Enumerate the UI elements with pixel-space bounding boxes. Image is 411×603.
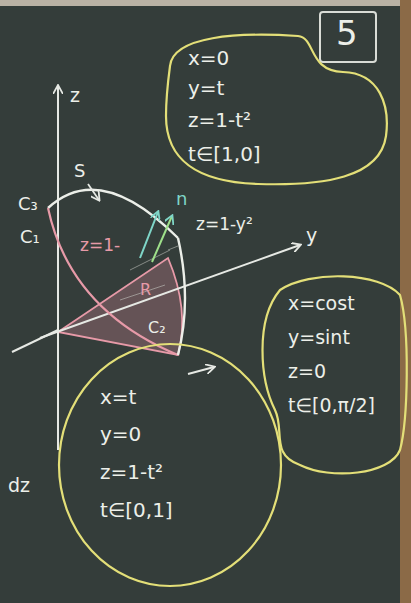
chalk-label: z=1-y² — [196, 214, 253, 234]
equation-text: z=1-t² — [100, 460, 163, 484]
normal-vector — [152, 216, 172, 262]
equation-text: z=1-t² — [188, 108, 251, 132]
equation-text: t∈[0,π/2] — [288, 394, 375, 417]
curve-c2 — [178, 238, 185, 355]
node-outline — [57, 342, 283, 588]
curve-c1 — [48, 208, 178, 355]
equation-text: x=cost — [288, 292, 355, 315]
chalk-label: S — [74, 160, 85, 182]
outline — [166, 35, 387, 185]
outline — [263, 276, 407, 473]
parametrization-blob: x=0 y=t z=1-t² t∈[1,0] — [158, 26, 390, 188]
surface-hatching — [120, 246, 178, 300]
problem-number-box: 5 — [318, 10, 378, 64]
equation-text: t∈[1,0] — [188, 142, 261, 166]
board-frame — [0, 0, 411, 6]
x-axis — [12, 330, 58, 352]
orientation-arrow — [188, 367, 214, 374]
chalk-label: dz — [8, 474, 30, 497]
chalk-label: R — [140, 280, 151, 299]
outline — [59, 344, 281, 586]
leader-arrow — [88, 184, 99, 200]
chalk-label: n — [176, 188, 187, 210]
parametrization-blob: x=cost y=sint z=0 t∈[0,π/2] — [250, 270, 408, 480]
chalk-label: C₃ — [18, 193, 38, 215]
chalk-label: z — [70, 84, 80, 107]
y-axis — [40, 245, 300, 338]
chalk-label: y — [306, 224, 317, 247]
equation-text: t∈[0,1] — [100, 498, 173, 522]
outline — [320, 12, 376, 62]
equation-text: z=0 — [288, 360, 326, 383]
normal-vector — [140, 212, 158, 258]
chalk-label: C₂ — [148, 318, 166, 337]
region-r — [58, 258, 182, 355]
equation-text: y=0 — [100, 422, 141, 446]
equation-text: y=t — [188, 76, 224, 100]
z-axis — [57, 86, 59, 450]
equation-text: x=0 — [188, 46, 229, 70]
equation-text: y=sint — [288, 326, 350, 349]
chalk-label: z=1- — [80, 235, 120, 255]
chalk-label: C₁ — [20, 226, 40, 248]
problem-number: 5 — [336, 13, 358, 54]
parametrization-blob: x=t y=0 z=1-t² t∈[0,1] — [57, 342, 283, 588]
equation-text: x=t — [100, 385, 136, 409]
curve-c3 — [48, 190, 178, 238]
